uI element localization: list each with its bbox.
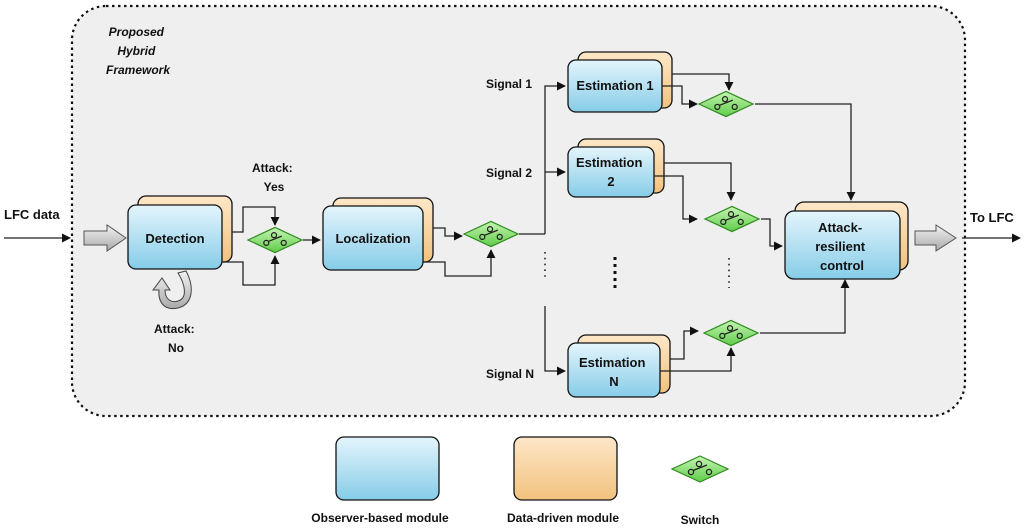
estimation-1-label: Estimation 1 — [576, 78, 653, 93]
legend-data-driven-label: Data-driven module — [507, 511, 619, 525]
estn-wire-top — [670, 326, 699, 360]
input-fat-arrow — [83, 224, 127, 252]
framework-title: Proposed Hybrid Framework — [106, 25, 171, 77]
input-label: LFC data — [4, 207, 60, 222]
attack-yes-label: Attack: Yes — [252, 161, 296, 194]
legend-observer-label: Observer-based module — [311, 511, 449, 525]
signal-n-label: Signal N — [486, 367, 534, 381]
est1-wire-top — [672, 73, 734, 91]
detect-wire-top — [232, 206, 280, 233]
est2-wire-bottom — [654, 175, 698, 224]
legend-switch-label: Switch — [681, 513, 720, 527]
est2-to-control — [761, 218, 783, 251]
loc-wire-top — [433, 227, 463, 241]
localization-label: Localization — [335, 231, 410, 246]
detection-label: Detection — [145, 231, 204, 246]
est2-wire-top — [664, 162, 736, 201]
resilient-control-module: Attack- resilient control — [784, 201, 909, 280]
estn-wire-bottom — [660, 347, 736, 372]
localization-module: Localization — [322, 197, 434, 271]
legend-data-driven-swatch — [513, 436, 618, 501]
signal-1-wire — [544, 81, 566, 234]
output-label: To LFC — [970, 210, 1014, 225]
est1-to-control — [755, 103, 856, 201]
estimation-2-module: Estimation 2 — [567, 138, 665, 198]
estn-to-control — [760, 279, 850, 334]
estimation-1-module: Estimation 1 — [567, 51, 673, 113]
signal-2-label: Signal 2 — [486, 166, 532, 180]
est1-wire-bottom — [662, 85, 698, 109]
signal-1-label: Signal 1 — [486, 77, 532, 91]
signal-n-wire — [544, 306, 566, 376]
loc-wire-bottom — [423, 249, 496, 277]
detect-wire-bottom — [222, 255, 280, 286]
attack-no-label: Attack: No — [154, 322, 198, 355]
estimation-2-label: Estimation 2 — [576, 155, 646, 189]
attack-no-loop-arrow — [152, 270, 192, 310]
legend-switch-icon — [671, 455, 729, 483]
estimation-n-label: Estimation N — [579, 355, 649, 389]
detection-module: Detection — [127, 195, 233, 270]
output-fat-arrow — [914, 224, 957, 252]
resilient-control-label: Attack- resilient control — [815, 220, 868, 273]
legend-observer-swatch — [335, 436, 440, 501]
estimation-n-module: Estimation N — [567, 334, 671, 398]
